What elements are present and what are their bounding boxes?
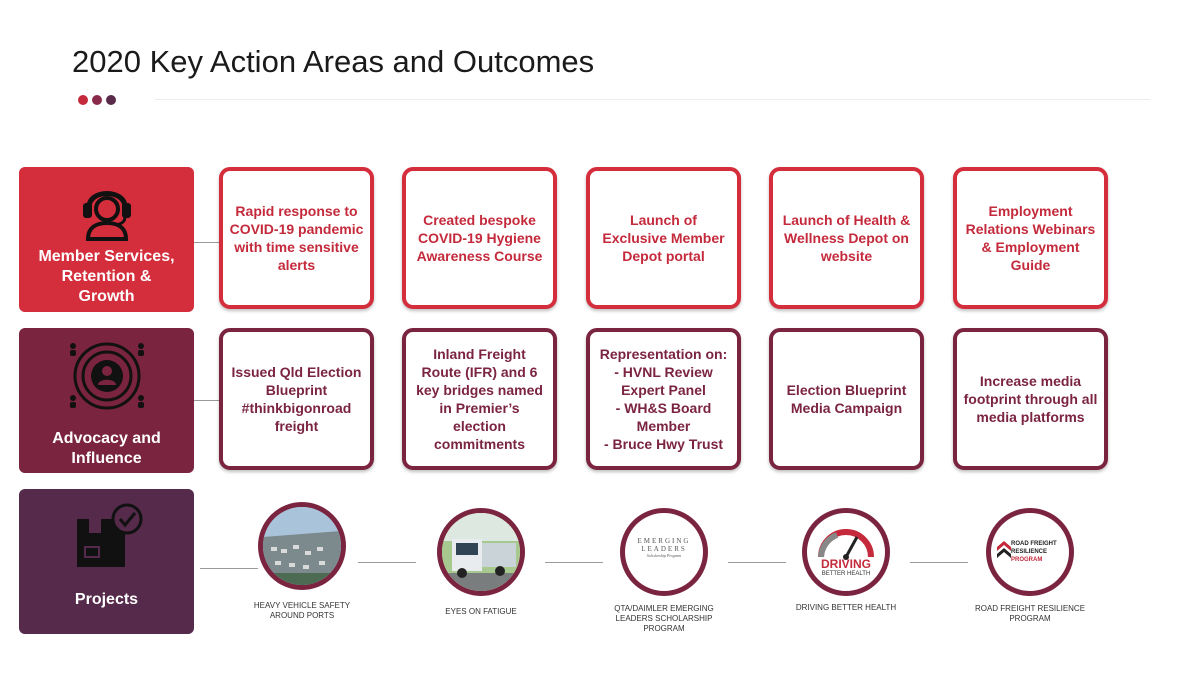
project-connector (358, 562, 416, 563)
row-connector-advocacy (190, 400, 230, 401)
dot-1 (78, 95, 88, 105)
logo-text: Scholarship Program (646, 553, 682, 558)
outcome-card: Representation on: - HVNL Review Expert … (586, 328, 741, 470)
project-ports-image (258, 502, 346, 590)
project-health-logo: DRIVING BETTER HEALTH (802, 508, 890, 596)
card-text: Issued Qld Election Blueprint #thinkbigo… (231, 364, 362, 434)
logo-text: PROGRAM (1011, 557, 1043, 563)
card-text: Employment Relations Webinars & Employme… (965, 203, 1096, 273)
logo-text: BETTER HEALTH (821, 571, 871, 577)
outcome-card: Launch of Health & Wellness Depot on web… (769, 167, 924, 309)
card-text: Launch of Exclusive Member Depot portal (602, 212, 725, 264)
truck-photo-icon (442, 513, 520, 591)
outcome-card: Increase media footprint through all med… (953, 328, 1108, 470)
logo-text: ROAD FREIGHT (1011, 541, 1057, 547)
project-leaders-logo: EMERGING LEADERS Scholarship Program (620, 508, 708, 596)
logo-text: RESILIENCE (1011, 549, 1048, 555)
category-label: Member Services, Retention & Growth (38, 248, 175, 305)
dot-3 (106, 95, 116, 105)
outcome-card: Launch of Exclusive Member Depot portal (586, 167, 741, 309)
project-caption: QTA/DAIMLER EMERGING LEADERS SCHOLARSHIP… (614, 604, 714, 633)
category-label: Advocacy and Influence (52, 430, 161, 467)
outcome-card: Election Blueprint Media Campaign (769, 328, 924, 470)
category-projects: Projects (19, 489, 194, 634)
title-dots (78, 95, 116, 105)
project-resilience-logo: ROAD FREIGHT RESILIENCE PROGRAM (986, 508, 1074, 596)
project-fatigue-image (437, 508, 525, 596)
category-advocacy: Advocacy and Influence (19, 328, 194, 473)
page-title: 2020 Key Action Areas and Outcomes (72, 44, 595, 79)
card-text: Rapid response to COVID-19 pandemic with… (229, 203, 364, 273)
dot-2 (92, 95, 102, 105)
card-text: Election Blueprint Media Campaign (786, 382, 907, 416)
project-connector (545, 562, 603, 563)
project-caption: DRIVING BETTER HEALTH (795, 603, 897, 612)
card-text: Created bespoke COVID-19 Hygiene Awarene… (416, 212, 543, 264)
speedometer-logo (818, 529, 874, 560)
outcome-card: Rapid response to COVID-19 pandemic with… (219, 167, 374, 309)
project-caption: ROAD FREIGHT RESILIENCE PROGRAM (974, 604, 1086, 623)
logo-text: DRIVING (820, 557, 871, 571)
advocacy-icon (69, 342, 144, 410)
outcome-card: Employment Relations Webinars & Employme… (953, 167, 1108, 309)
card-text: Inland Freight Route (IFR) and 6 key bri… (416, 346, 543, 452)
project-connector (200, 568, 258, 569)
port-aerial-icon (263, 507, 341, 585)
card-text: Representation on: - HVNL Review Expert … (599, 346, 728, 452)
category-label: Projects (74, 591, 139, 608)
outcome-card: Inland Freight Route (IFR) and 6 key bri… (402, 328, 557, 470)
card-text: Increase media footprint through all med… (963, 373, 1098, 425)
outcome-card: Issued Qld Election Blueprint #thinkbigo… (219, 328, 374, 470)
headset-icon (82, 191, 131, 241)
box-check-icon (76, 503, 142, 567)
outcome-card: Created bespoke COVID-19 Hygiene Awarene… (402, 167, 557, 309)
road-freight-logo (997, 541, 1011, 558)
project-caption: HEAVY VEHICLE SAFETY AROUND PORTS (253, 601, 351, 620)
emerging-leaders-logo: EMERGING LEADERS Scholarship Program (625, 537, 703, 558)
card-text: Launch of Health & Wellness Depot on web… (782, 212, 911, 264)
project-connector (910, 562, 968, 563)
logo-text: LEADERS (641, 545, 687, 553)
title-divider (155, 99, 1150, 100)
project-connector (728, 562, 786, 563)
logo-text: EMERGING (637, 537, 691, 545)
project-caption: EYES ON FATIGUE (445, 607, 517, 616)
row-connector-member (190, 242, 230, 243)
category-member-services: Member Services, Retention & Growth (19, 167, 194, 312)
